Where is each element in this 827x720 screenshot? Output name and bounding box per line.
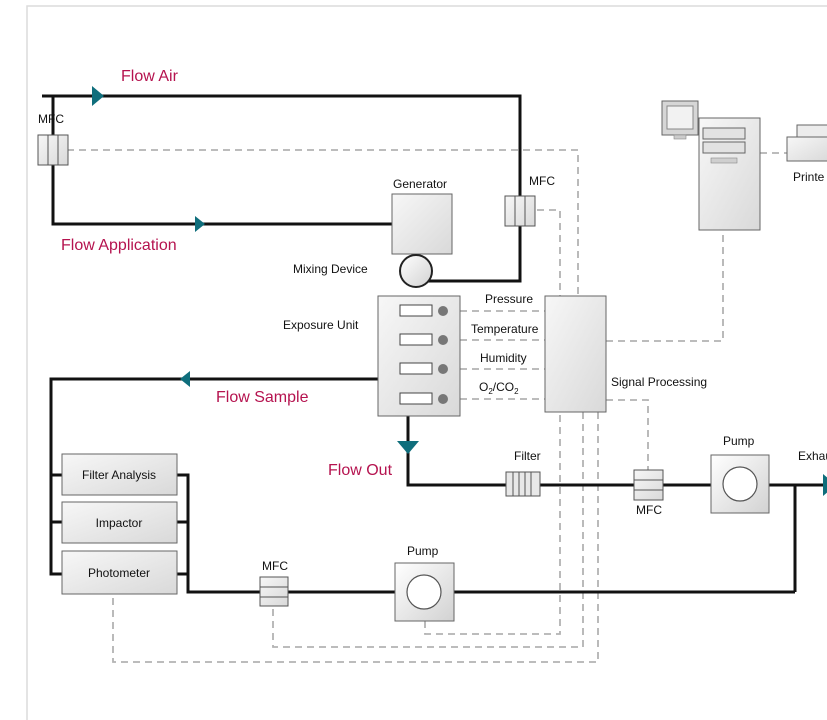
flow-sample-label: Flow Sample (216, 389, 309, 406)
signal-processing-box (544, 295, 607, 413)
flow-out-label: Flow Out (328, 462, 393, 479)
mfc-sample-label: MFC (262, 559, 288, 573)
pressure-label: Pressure (485, 292, 533, 306)
mixing-device (399, 254, 433, 288)
impactor-box (61, 501, 178, 544)
printer-label: Printe (793, 170, 825, 184)
exhaust-label: Exhau (798, 449, 827, 463)
filter-label: Filter (514, 449, 541, 463)
pump-out (710, 454, 770, 514)
computer-icon (661, 100, 761, 231)
humidity-label: Humidity (480, 351, 527, 365)
flow-air-arrow (92, 86, 104, 106)
generator-label: Generator (393, 177, 447, 191)
exhaust-arrow (823, 474, 827, 496)
temperature-label: Temperature (471, 322, 539, 336)
exposure-unit-label: Exposure Unit (283, 318, 359, 332)
mfc-sample (259, 576, 289, 607)
pump-out-label: Pump (723, 434, 755, 448)
mixing-device-label: Mixing Device (293, 262, 368, 276)
flow-application-label: Flow Application (61, 237, 177, 254)
printer-icon (786, 124, 827, 162)
signal-lines (67, 149, 790, 663)
filter-element (505, 471, 541, 497)
exposure-unit (377, 295, 461, 417)
mfc-air (37, 134, 69, 166)
generator-box (391, 193, 453, 255)
filter-analysis-label: Filter Analysis (82, 468, 156, 482)
filter-analysis-box (61, 453, 178, 496)
mfc-air-label: MFC (38, 112, 64, 126)
pump-sample (394, 562, 455, 622)
o2-co2-label: O2/CO2 (479, 380, 519, 396)
flow-application-arrow (195, 216, 205, 232)
mfc-out (633, 469, 664, 501)
photometer-label: Photometer (88, 566, 150, 580)
impactor-label: Impactor (96, 516, 143, 530)
flow-sample-arrow (180, 371, 190, 387)
diagram-frame (26, 5, 827, 720)
mfc-out-label: MFC (636, 503, 662, 517)
mfc-application (504, 195, 536, 227)
flow-air-label: Flow Air (121, 68, 179, 85)
flow-out-arrow (397, 441, 419, 454)
photometer-box (61, 550, 178, 595)
mfc-application-label: MFC (529, 174, 555, 188)
signal-processing-label: Signal Processing (611, 375, 707, 389)
pump-sample-label: Pump (407, 544, 439, 558)
